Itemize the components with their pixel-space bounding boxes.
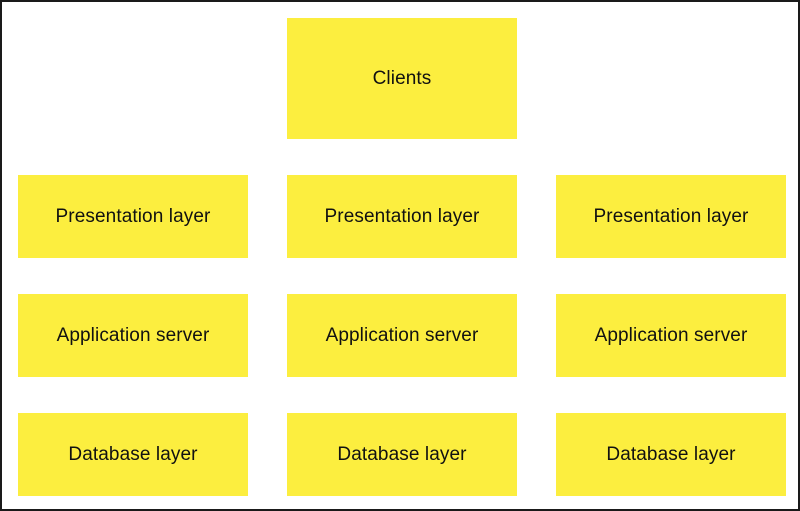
database-layer-label: Database layer [337, 443, 467, 465]
application-server-box-2: Application server [287, 294, 517, 377]
application-server-box-3: Application server [556, 294, 786, 377]
presentation-layer-box-3: Presentation layer [556, 175, 786, 258]
application-server-label: Application server [56, 324, 210, 346]
application-server-label: Application server [325, 324, 479, 346]
clients-box: Clients [287, 18, 517, 139]
presentation-layer-label: Presentation layer [55, 205, 211, 227]
presentation-layer-box-1: Presentation layer [18, 175, 248, 258]
database-layer-label: Database layer [68, 443, 198, 465]
database-layer-box-1: Database layer [18, 413, 248, 496]
application-server-box-1: Application server [18, 294, 248, 377]
application-server-label: Application server [594, 324, 748, 346]
database-layer-box-2: Database layer [287, 413, 517, 496]
presentation-layer-box-2: Presentation layer [287, 175, 517, 258]
presentation-layer-label: Presentation layer [593, 205, 749, 227]
database-layer-label: Database layer [606, 443, 736, 465]
database-layer-box-3: Database layer [556, 413, 786, 496]
clients-label: Clients [372, 67, 432, 89]
presentation-layer-label: Presentation layer [324, 205, 480, 227]
